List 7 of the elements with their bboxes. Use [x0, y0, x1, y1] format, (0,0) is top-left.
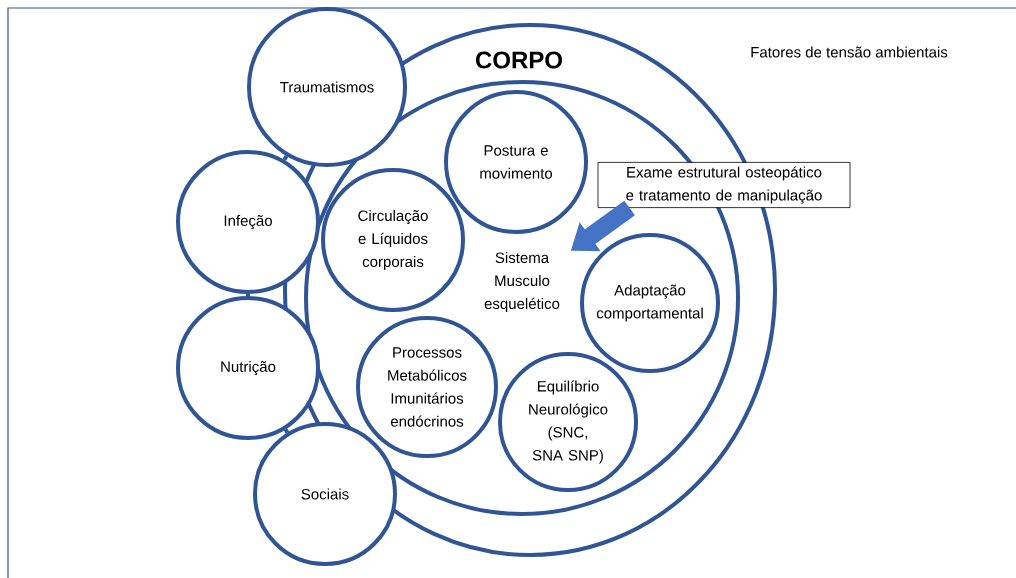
callout-box: Exame estrutural osteopático e tratamento de manipulação	[597, 162, 851, 208]
connector-line	[246, 294, 250, 296]
note-text: Fatores de tensão ambientais	[751, 46, 948, 58]
connector-line	[283, 428, 290, 434]
connector-line	[282, 155, 289, 161]
node-label: Sociais	[301, 488, 349, 500]
system-label: Sistema Musculo esquelético	[484, 252, 560, 312]
